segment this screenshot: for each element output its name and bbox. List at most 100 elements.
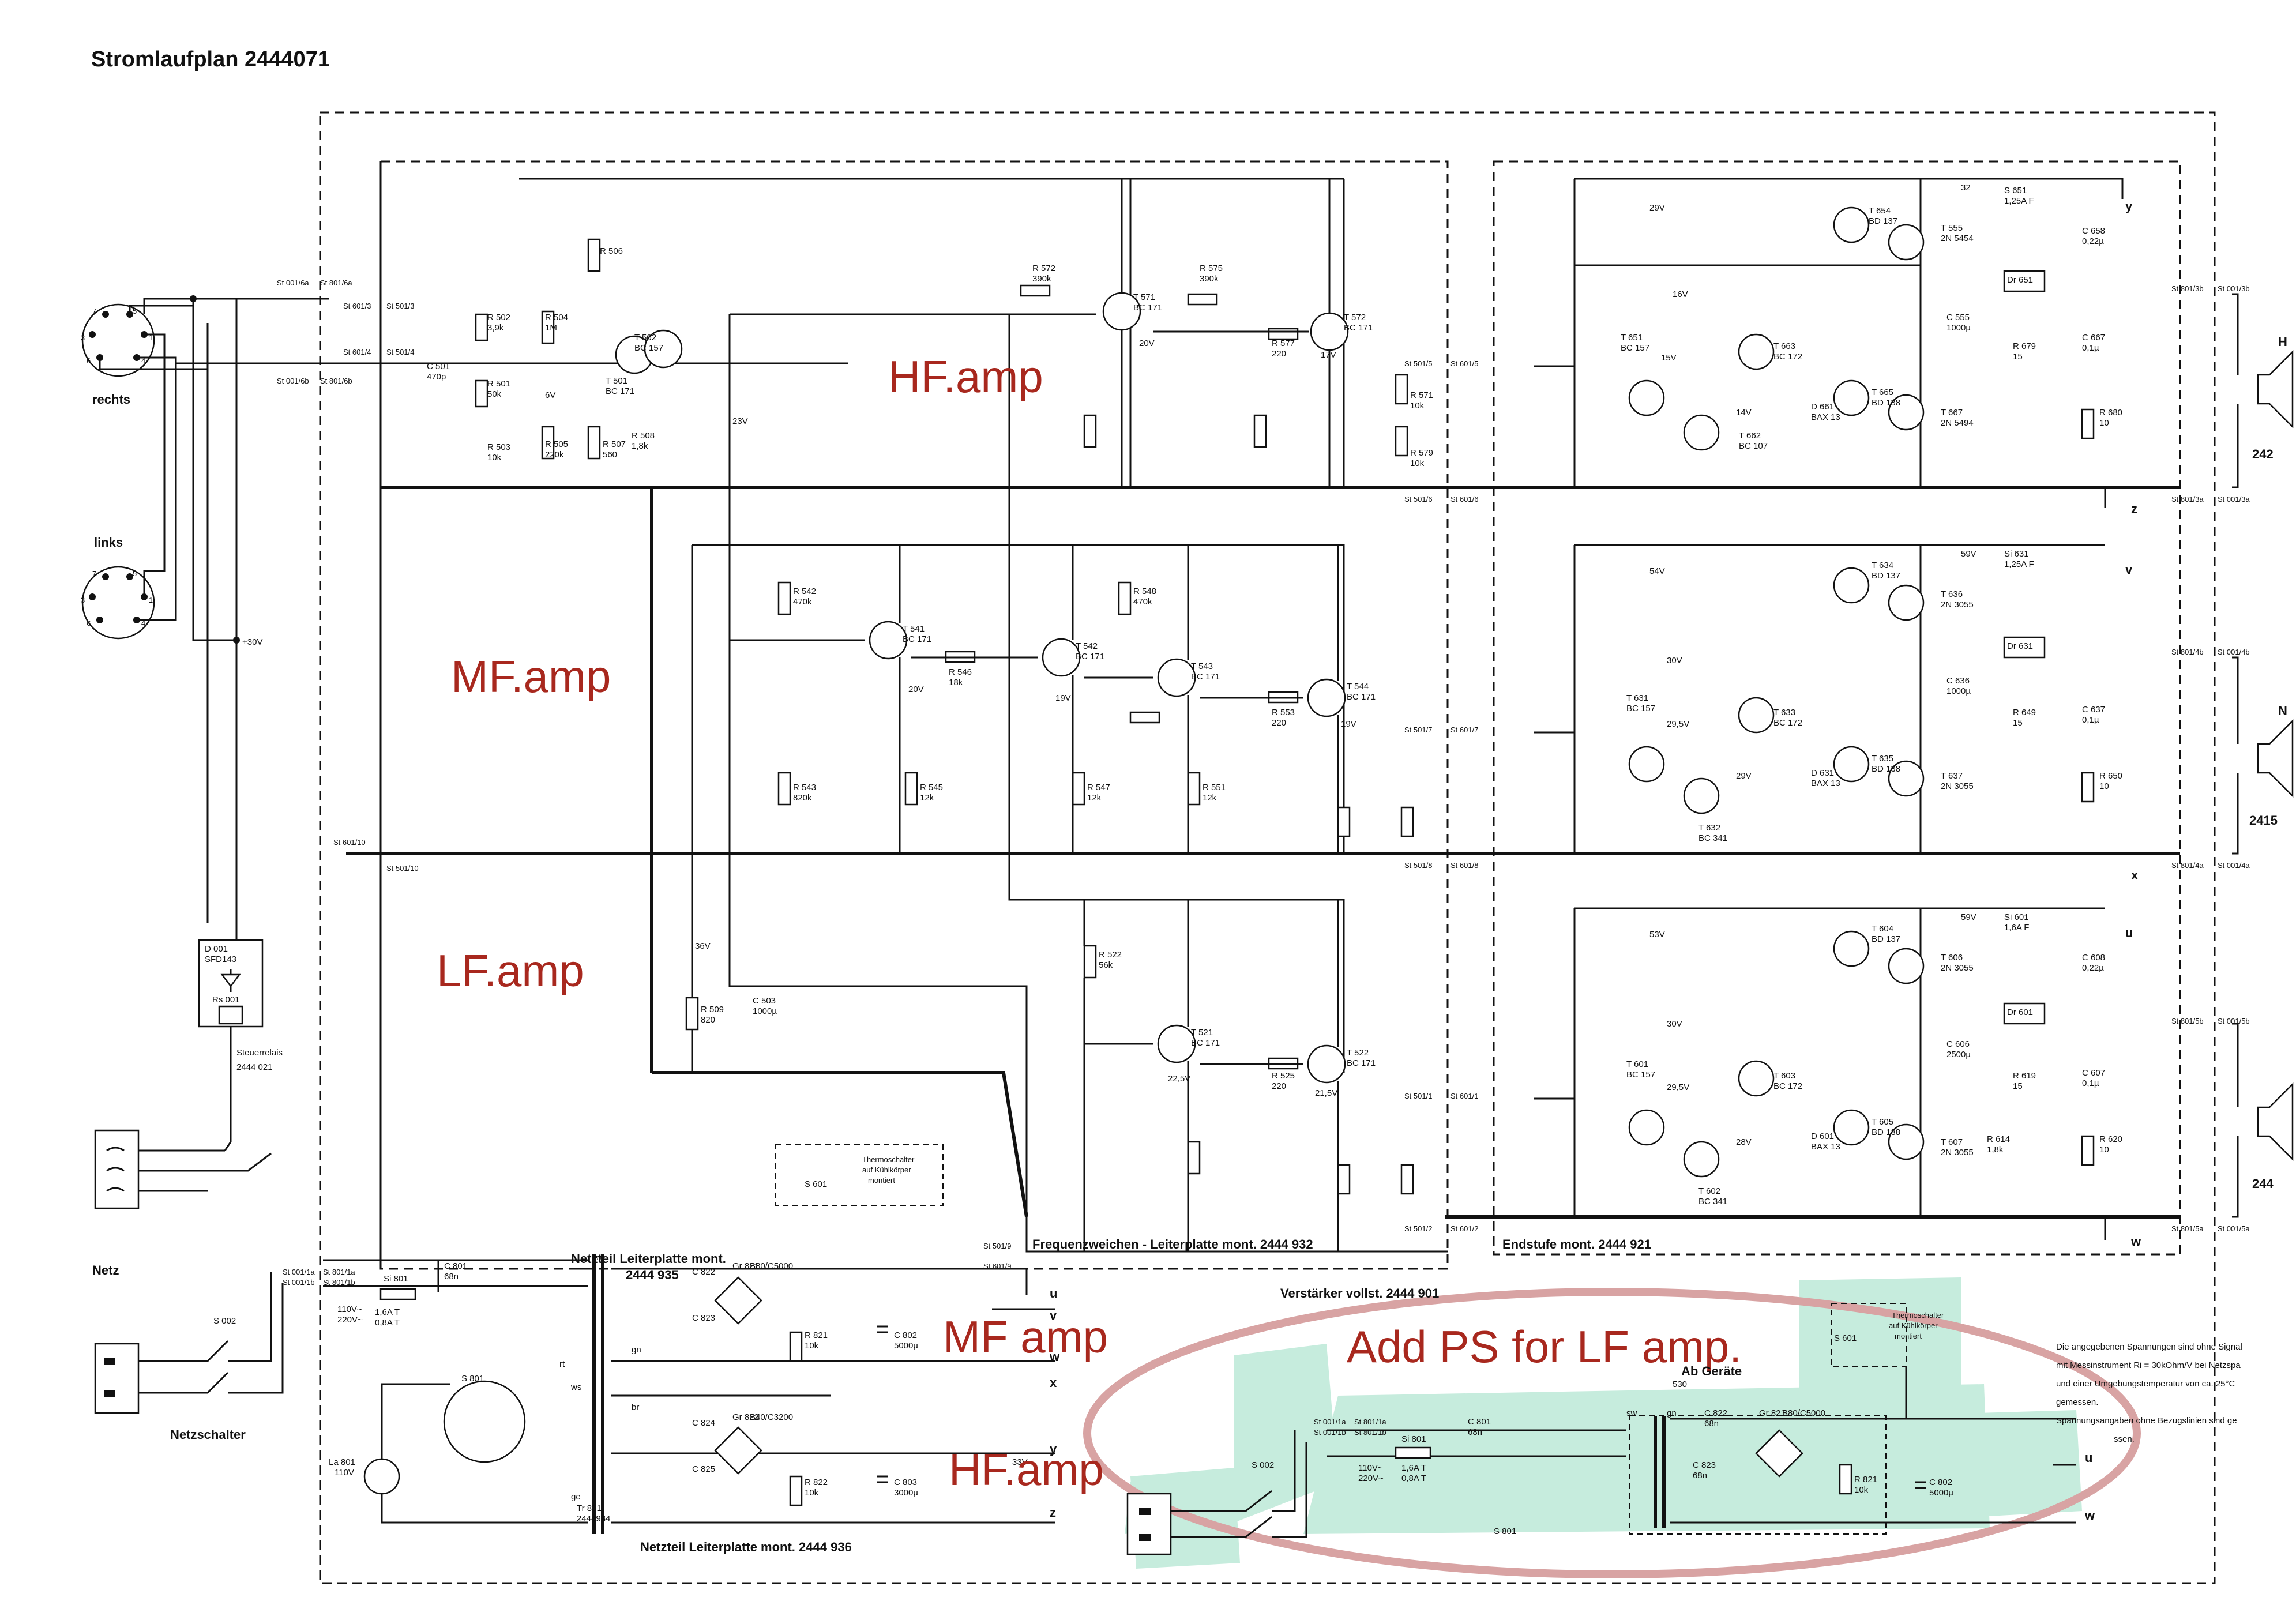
svg-text:2N 3055: 2N 3055 xyxy=(1941,781,1974,791)
svg-text:BD 138: BD 138 xyxy=(1872,1127,1900,1137)
svg-text:T 632: T 632 xyxy=(1698,823,1720,833)
end-stage-mf xyxy=(1534,544,2105,854)
svg-text:50k: 50k xyxy=(487,389,502,399)
svg-text:sw: sw xyxy=(1626,1408,1637,1418)
svg-text:68n: 68n xyxy=(1704,1419,1719,1429)
svg-text:1000µ: 1000µ xyxy=(753,1006,777,1016)
svg-text:R 821: R 821 xyxy=(805,1330,828,1340)
svg-text:7: 7 xyxy=(92,307,96,315)
svg-text:St 501/1: St 501/1 xyxy=(1404,1092,1432,1100)
svg-text:5000µ: 5000µ xyxy=(1929,1488,1953,1498)
svg-text:C 803: C 803 xyxy=(894,1478,917,1487)
svg-text:T 667: T 667 xyxy=(1941,408,1963,418)
svg-text:T 555: T 555 xyxy=(1941,223,1963,233)
svg-text:T 663: T 663 xyxy=(1773,341,1795,351)
svg-text:220: 220 xyxy=(1272,718,1286,728)
svg-text:21,5V: 21,5V xyxy=(1315,1088,1337,1098)
svg-text:2N 3055: 2N 3055 xyxy=(1941,963,1974,973)
mains-plug-top xyxy=(94,1129,272,1209)
svg-text:w: w xyxy=(2130,1234,2141,1249)
svg-text:D 631: D 631 xyxy=(1811,768,1834,778)
svg-text:B80/C5000: B80/C5000 xyxy=(1782,1408,1825,1418)
svg-text:St 001/4a: St 001/4a xyxy=(2218,861,2250,870)
svg-text:R 507: R 507 xyxy=(603,439,626,449)
svg-text:1,8k: 1,8k xyxy=(632,441,648,451)
svg-text:R 509: R 509 xyxy=(701,1005,724,1014)
svg-text:R 575: R 575 xyxy=(1200,264,1223,273)
svg-text:sw: sw xyxy=(594,1253,605,1262)
svg-text:242: 242 xyxy=(2252,447,2274,461)
svg-text:29,5V: 29,5V xyxy=(1667,719,1689,729)
svg-text:220: 220 xyxy=(1272,349,1286,359)
svg-text:auf Kühlkörper: auf Kühlkörper xyxy=(1889,1321,1938,1330)
svg-text:5: 5 xyxy=(133,307,137,315)
svg-text:T 662: T 662 xyxy=(1739,431,1761,441)
svg-text:17V: 17V xyxy=(1321,350,1336,360)
svg-text:0,8A T: 0,8A T xyxy=(375,1318,400,1328)
svg-text:R 506: R 506 xyxy=(600,246,623,256)
svg-text:T 603: T 603 xyxy=(1773,1071,1795,1081)
svg-text:20V: 20V xyxy=(1139,339,1155,348)
svg-text:BC 107: BC 107 xyxy=(1739,441,1768,451)
svg-text:BC 171: BC 171 xyxy=(1191,672,1220,682)
svg-text:C 503: C 503 xyxy=(753,996,776,1006)
svg-text:59V: 59V xyxy=(1961,912,1976,922)
svg-text:montiert: montiert xyxy=(1895,1332,1922,1340)
svg-text:H: H xyxy=(2278,334,2287,349)
svg-text:C 501: C 501 xyxy=(427,362,450,371)
svg-text:T 522: T 522 xyxy=(1347,1048,1369,1058)
svg-text:470p: 470p xyxy=(427,372,446,382)
svg-text:0,22µ: 0,22µ xyxy=(2082,963,2104,973)
svg-text:56k: 56k xyxy=(1099,960,1113,970)
svg-text:10k: 10k xyxy=(805,1341,819,1351)
svg-text:montiert: montiert xyxy=(868,1176,895,1185)
svg-text:C 822: C 822 xyxy=(1704,1408,1727,1418)
svg-text:y: y xyxy=(2125,199,2133,213)
footnote: Die angegebenen Spannungen sind ohne Sig… xyxy=(2056,1342,2242,1444)
svg-text:12k: 12k xyxy=(1087,793,1102,803)
label-netzteil-bottom: Netzteil Leiterplatte mont. 2444 936 xyxy=(640,1540,852,1554)
svg-text:w: w xyxy=(2084,1508,2095,1523)
svg-text:St 001/5b: St 001/5b xyxy=(2218,1017,2250,1025)
svg-text:St 001/4b: St 001/4b xyxy=(2218,648,2250,656)
svg-text:R 548: R 548 xyxy=(1133,587,1156,596)
svg-text:mit Messinstrument Ri = 30kOhm: mit Messinstrument Ri = 30kOhm/V bei Net… xyxy=(2056,1360,2241,1370)
svg-text:R 553: R 553 xyxy=(1272,708,1295,717)
svg-text:z: z xyxy=(2131,502,2137,516)
svg-text:T 543: T 543 xyxy=(1191,661,1213,671)
svg-text:Si 801: Si 801 xyxy=(384,1274,408,1284)
ground-rails xyxy=(288,161,2180,1269)
svg-text:33V: 33V xyxy=(1012,1457,1028,1467)
svg-text:R 503: R 503 xyxy=(487,442,510,452)
speaker-hf xyxy=(2232,293,2294,488)
label-netzschalter: Netzschalter xyxy=(170,1427,246,1442)
svg-text:S 801: S 801 xyxy=(1494,1527,1516,1536)
svg-text:gn: gn xyxy=(632,1345,641,1355)
svg-text:T 572: T 572 xyxy=(1344,313,1366,322)
svg-text:0,1µ: 0,1µ xyxy=(2082,343,2099,353)
label-endstufe: Endstufe mont. 2444 921 xyxy=(1502,1237,1651,1251)
svg-text:10k: 10k xyxy=(487,453,502,463)
svg-text:T 604: T 604 xyxy=(1872,924,1893,934)
svg-text:D 601: D 601 xyxy=(1811,1132,1834,1141)
svg-text:St 801/6a: St 801/6a xyxy=(320,279,352,287)
svg-text:15: 15 xyxy=(2013,1081,2023,1091)
svg-text:1,8k: 1,8k xyxy=(1987,1145,2004,1155)
svg-text:St 801/3a: St 801/3a xyxy=(2171,495,2204,503)
svg-text:1M: 1M xyxy=(545,323,557,333)
svg-text:3: 3 xyxy=(81,333,85,342)
svg-text:R 571: R 571 xyxy=(1410,390,1433,400)
svg-text:C 607: C 607 xyxy=(2082,1068,2105,1078)
svg-text:St 601/10: St 601/10 xyxy=(333,838,366,847)
svg-text:12k: 12k xyxy=(1203,793,1217,803)
svg-text:2N 5454: 2N 5454 xyxy=(1941,234,1974,243)
svg-text:St 501/2: St 501/2 xyxy=(1404,1224,1432,1233)
svg-text:C 802: C 802 xyxy=(1929,1478,1952,1487)
svg-text:N: N xyxy=(2278,704,2287,718)
svg-text:St 601/7: St 601/7 xyxy=(1450,726,1478,734)
svg-text:T 502: T 502 xyxy=(634,333,656,343)
svg-text:10k: 10k xyxy=(1854,1485,1869,1495)
svg-text:T 635: T 635 xyxy=(1872,754,1893,764)
svg-text:R 679: R 679 xyxy=(2013,341,2036,351)
svg-text:22,5V: 22,5V xyxy=(1168,1074,1190,1084)
